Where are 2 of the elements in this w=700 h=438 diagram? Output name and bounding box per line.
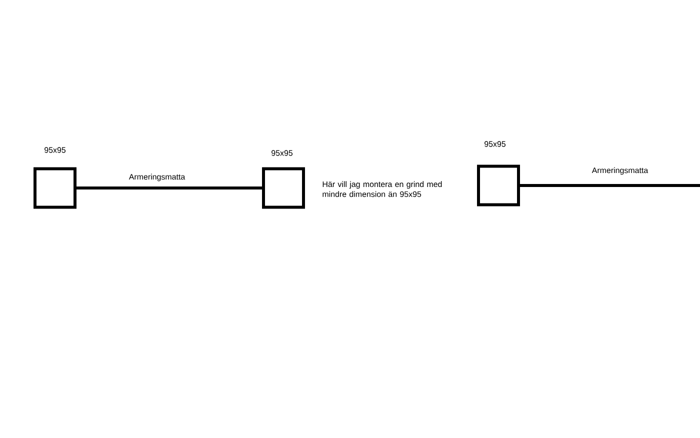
- line: [520, 184, 700, 187]
- line: [76, 186, 262, 190]
